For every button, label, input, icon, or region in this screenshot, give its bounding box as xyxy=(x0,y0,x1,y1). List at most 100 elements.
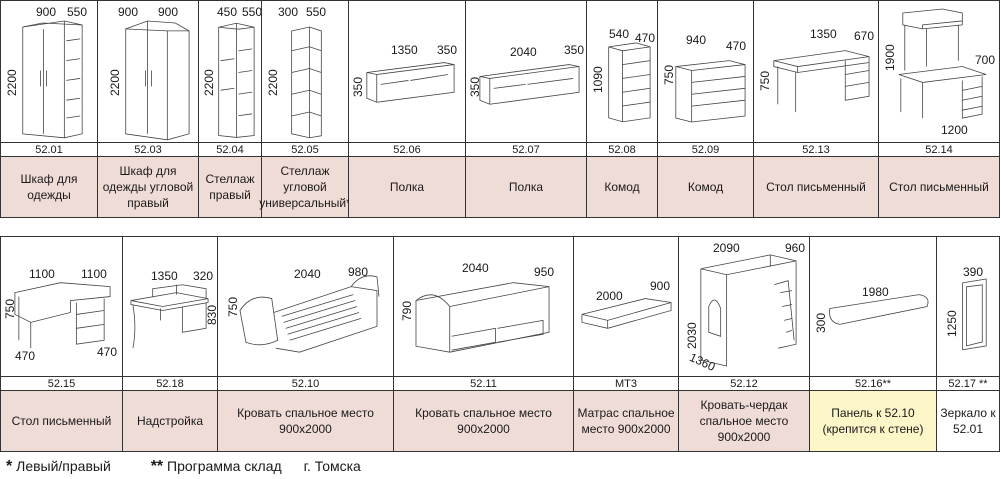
dim-height: 2030 xyxy=(685,322,699,349)
item-52-16-drawing: 1980 300 xyxy=(810,237,937,377)
dim-width2: 1100 xyxy=(81,267,107,281)
footnote-2: ** Программа склад г. Томска xyxy=(150,458,361,475)
item-52-15-drawing: 1100 1100 750 470 470 xyxy=(1,237,123,377)
item-name: Стеллаж правый xyxy=(199,157,262,218)
item-name: Стол письменный xyxy=(1,391,123,452)
item-code: 52.18 xyxy=(123,377,218,391)
dim-width: 1100 xyxy=(29,267,55,281)
dim-width: 1350 xyxy=(810,27,837,41)
dim-length: 2090 xyxy=(713,241,740,255)
item-code: 52.04 xyxy=(199,143,262,157)
dim-width: 940 xyxy=(686,33,707,47)
dim-length: 2000 xyxy=(596,289,623,303)
dim-height: 790 xyxy=(400,300,414,321)
item-52-13-drawing: 1350 670 750 xyxy=(754,1,879,143)
item-name: Кровать спальное место 900х2000 xyxy=(394,391,574,452)
catalog-row-2: 1100 1100 750 470 470 1350 320 830 2040 … xyxy=(0,236,1000,452)
dim-width: 1350 xyxy=(391,43,418,57)
item-name: Кровать спальное место 900х2000 xyxy=(218,391,394,452)
item-52-04-drawing: 450 550 2200 xyxy=(199,1,262,143)
dim-height: 750 xyxy=(758,70,772,91)
item-code: 52.12 xyxy=(679,377,810,391)
dim-width: 390 xyxy=(963,265,984,279)
item-52-18-drawing: 1350 320 830 xyxy=(123,237,218,377)
item-name: Комод xyxy=(658,157,754,218)
dim-width: 540 xyxy=(609,27,630,41)
item-name: Стол письменный xyxy=(879,157,1000,218)
dim-height: 350 xyxy=(468,76,482,97)
dim-depth: 550 xyxy=(67,5,88,19)
dim-width: 450 xyxy=(217,5,238,19)
item-name: Комод xyxy=(587,157,658,218)
item-name: Надстройка xyxy=(123,391,218,452)
dim-height: 830 xyxy=(205,304,218,325)
dim-height: 350 xyxy=(351,76,365,97)
item-name: Кровать-чердак спальное место 900х2000 xyxy=(679,391,810,452)
item-52-12-drawing: 2090 960 2030 1360 xyxy=(679,237,810,377)
dim-height: 1900 xyxy=(883,44,897,71)
dim-depth2: 470 xyxy=(97,345,118,359)
item-52-05-drawing: 300 550 2200 xyxy=(262,1,349,143)
dim-depth: 670 xyxy=(854,29,875,43)
item-name: Шкаф для одежды xyxy=(1,157,98,218)
dim-width: 900 xyxy=(36,5,57,19)
item-52-10-drawing: 2040 980 750 xyxy=(218,237,394,377)
catalog-row-1: 900 550 2200 900 900 2200 450 550 2200 3… xyxy=(0,0,1000,218)
item-52-14-drawing: 1900 700 1200 xyxy=(879,1,1000,143)
dim-height: 750 xyxy=(662,64,676,85)
dim-height: 300 xyxy=(814,312,828,333)
item-52-03-drawing: 900 900 2200 xyxy=(98,1,199,143)
dim-length: 1980 xyxy=(862,285,889,299)
item-mt3-drawing: 2000 900 xyxy=(574,237,679,377)
dim-length: 2040 xyxy=(294,267,321,281)
item-code: 52.09 xyxy=(658,143,754,157)
item-name: Матрас спальное место 900х2000 xyxy=(574,391,679,452)
item-code: 52.06 xyxy=(349,143,466,157)
dim-depth: 550 xyxy=(242,5,262,19)
item-52-01-drawing: 900 550 2200 xyxy=(1,1,98,143)
dim-width: 960 xyxy=(785,241,806,255)
dim-width: 300 xyxy=(278,5,299,19)
dim-depth: 350 xyxy=(437,43,458,57)
dim-width: 1350 xyxy=(151,269,178,283)
dim-width: 900 xyxy=(118,5,139,19)
item-code: 52.15 xyxy=(1,377,123,391)
item-name: Полка xyxy=(349,157,466,218)
dim-depth: 350 xyxy=(564,43,585,57)
footnote-1: * Левый/правый xyxy=(6,458,111,475)
dim-depth: 900 xyxy=(158,5,179,19)
footnotes: * Левый/правый ** Программа склад г. Том… xyxy=(6,458,397,476)
item-52-07-drawing: 2040 350 350 xyxy=(466,1,587,143)
dim-depth: 550 xyxy=(306,5,327,19)
item-52-11-drawing: 2040 950 790 xyxy=(394,237,574,377)
item-name: Панель к 52.10 (крепится к стене) xyxy=(810,391,937,452)
item-code: 52.01 xyxy=(1,143,98,157)
item-code: 52.03 xyxy=(98,143,199,157)
item-name: Шкаф для одежды угловой правый xyxy=(98,157,199,218)
dim-height: 2200 xyxy=(108,69,122,96)
dim-width: 950 xyxy=(534,265,555,279)
dim-depth: 700 xyxy=(975,53,996,67)
item-code: 52.17 ** xyxy=(937,377,1000,391)
item-name: Стеллаж угловой универсальный* xyxy=(259,157,351,218)
item-name: Стол письменный xyxy=(754,157,879,218)
dim-depth: 470 xyxy=(15,349,36,363)
item-name: Полка xyxy=(466,157,587,218)
item-code: 52.13 xyxy=(754,143,879,157)
dim-height: 2200 xyxy=(202,69,216,96)
dim-height: 2200 xyxy=(266,69,280,96)
item-52-09-drawing: 940 470 750 xyxy=(658,1,754,143)
dim-depth: 320 xyxy=(193,269,214,283)
dim-width: 900 xyxy=(650,279,671,293)
dim-width: 980 xyxy=(348,265,369,279)
dim-length: 2040 xyxy=(462,261,489,275)
dim-width: 1200 xyxy=(941,123,968,137)
dim-height: 750 xyxy=(3,298,17,319)
dim-depth: 470 xyxy=(635,31,656,45)
item-code: 52.07 xyxy=(466,143,587,157)
item-code: 52.16** xyxy=(810,377,937,391)
dim-height: 1250 xyxy=(945,310,959,337)
item-code: 52.10 xyxy=(218,377,394,391)
item-code: 52.11 xyxy=(394,377,574,391)
dim-width: 2040 xyxy=(510,45,537,59)
